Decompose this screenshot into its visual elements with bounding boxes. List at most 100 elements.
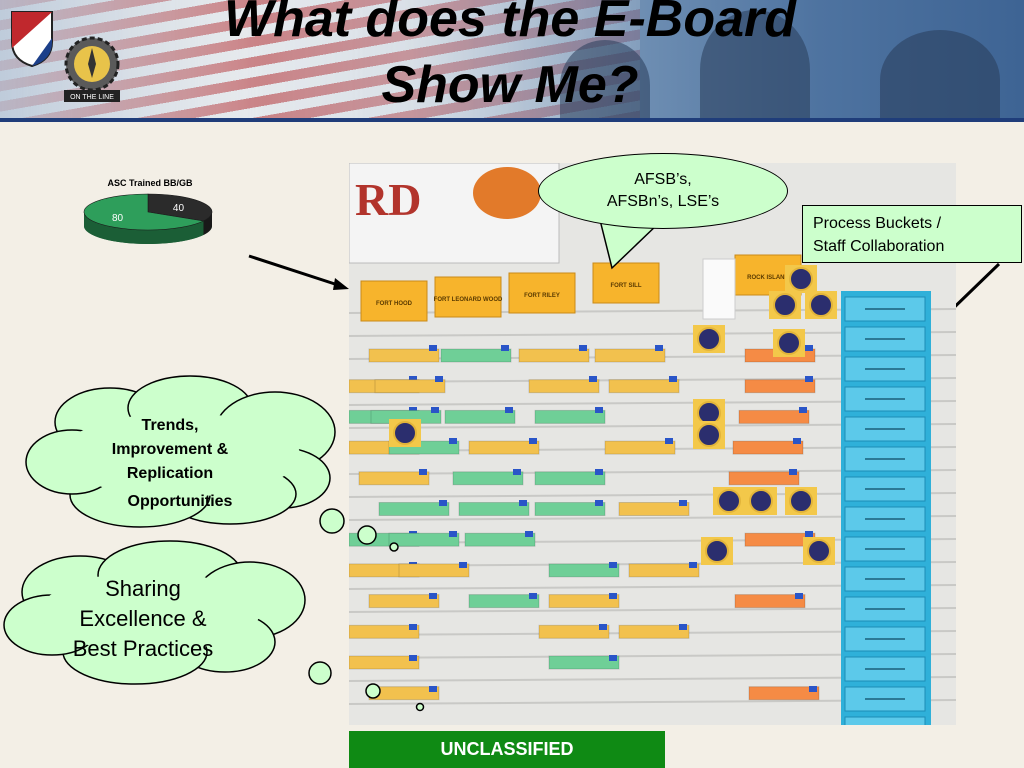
board-sticky xyxy=(594,348,666,363)
board-header-card xyxy=(360,280,428,322)
board-sticky-tag xyxy=(789,469,797,475)
sharing-line-3: Best Practices xyxy=(72,636,214,661)
board-sticky xyxy=(728,471,800,486)
sharing-line-2: Excellence & xyxy=(79,606,207,631)
board-sticky xyxy=(734,594,806,609)
logo-text: ON THE LINE xyxy=(70,94,114,101)
soldier-silhouette xyxy=(700,10,810,118)
board-sticky xyxy=(738,409,810,424)
board-sticky xyxy=(349,624,420,639)
board-sticky xyxy=(744,379,816,394)
board-header-card-label: FORT SILL xyxy=(611,283,642,289)
trends-line-4: Opportunities xyxy=(127,493,233,510)
board-sticky-tag xyxy=(429,686,437,692)
board-sticky-tag xyxy=(609,593,617,599)
board-sticky-tag xyxy=(435,376,443,382)
sharing-callout: Sharing Excellence & Best Practices xyxy=(48,574,238,664)
header-banner: What does the E-Board Show Me? xyxy=(0,0,1024,118)
board-sticky xyxy=(538,624,610,639)
trends-callout: Trends, Improvement & Replication Opport… xyxy=(80,414,260,514)
board-sticky-tag xyxy=(513,469,521,475)
board-seal xyxy=(697,423,721,447)
board-sticky-tag xyxy=(609,562,617,568)
army-shield-logo xyxy=(11,11,53,68)
board-sticky xyxy=(358,471,430,486)
board-sticky xyxy=(452,471,524,486)
board-sticky xyxy=(440,348,512,363)
header-divider xyxy=(0,118,1024,122)
page-title: What does the E-Board Show Me? xyxy=(120,0,900,118)
unit-gear-logo: ON THE LINE xyxy=(64,36,120,102)
board-sticky xyxy=(378,502,450,516)
process-bucket-card xyxy=(844,446,926,472)
chart-title: ASC Trained BB/GB xyxy=(107,178,193,188)
board-seal xyxy=(697,401,721,425)
board-sticky-tag xyxy=(409,407,417,413)
board-seal xyxy=(705,539,729,563)
board-sticky-tag xyxy=(505,407,513,413)
board-sticky-tag xyxy=(799,407,807,413)
board-header-card-label: FORT LEONARD WOOD xyxy=(434,297,503,303)
process-bucket-card xyxy=(844,506,926,532)
title-line-2: Show Me? xyxy=(381,56,639,114)
board-sticky xyxy=(548,655,620,670)
trends-line-3: Replication xyxy=(126,465,214,482)
board-header-card xyxy=(434,276,502,318)
soldier-silhouette xyxy=(880,30,1000,118)
board-seal xyxy=(773,293,797,317)
board-sticky xyxy=(464,532,536,547)
board-sticky xyxy=(628,563,700,578)
board-sticky xyxy=(368,594,440,609)
sharing-line-1: Sharing xyxy=(105,576,181,601)
board-sticky xyxy=(618,624,690,639)
board-sticky xyxy=(458,502,530,516)
board-sticky-tag xyxy=(501,345,509,351)
board-seal xyxy=(697,327,721,351)
board-sticky-tag xyxy=(439,500,447,506)
board-logo xyxy=(473,167,541,219)
board-sticky-tag xyxy=(795,593,803,599)
board-sticky-tag xyxy=(409,624,417,630)
pie-label-0: 80 xyxy=(112,213,124,224)
board-sticky-tag xyxy=(655,345,663,351)
board-sticky-tag xyxy=(609,655,617,661)
board-sticky-tag xyxy=(599,624,607,630)
board-sticky xyxy=(368,348,440,363)
board-sticky xyxy=(534,409,606,424)
afsb-callout: AFSB’s, AFSBn’s, LSE’s xyxy=(538,153,788,229)
board-sticky xyxy=(388,532,460,547)
board-sticky-tag xyxy=(595,469,603,475)
trends-line-1: Trends, xyxy=(141,417,199,434)
board-sticky-tag xyxy=(665,438,673,444)
board-sticky-tag xyxy=(409,376,417,382)
board-seal xyxy=(789,489,813,513)
board-seal xyxy=(807,539,831,563)
arrow-to-board xyxy=(248,254,349,290)
soldier-silhouette xyxy=(560,40,650,118)
board-header-card xyxy=(508,272,576,314)
board-sticky-tag xyxy=(419,469,427,475)
board-header-card-label: ROCK ISLAND xyxy=(747,275,789,281)
board-sticky-tag xyxy=(431,407,439,413)
board-sticky xyxy=(528,379,600,394)
title-line-1: What does the E-Board xyxy=(223,0,797,48)
board-sticky xyxy=(468,594,540,609)
board-sticky-tag xyxy=(429,593,437,599)
board-sticky xyxy=(548,594,620,609)
process-bucket-card xyxy=(844,386,926,412)
board-sticky-tag xyxy=(595,500,603,506)
board-sticky xyxy=(374,379,446,394)
board-sheet xyxy=(702,258,736,320)
board-sticky-tag xyxy=(689,562,697,568)
board-sticky-tag xyxy=(595,407,603,413)
board-seal xyxy=(717,489,741,513)
board-seal xyxy=(777,331,801,355)
pie-wall-1 xyxy=(203,212,212,235)
board-sticky xyxy=(534,471,606,486)
board-sticky xyxy=(534,502,606,516)
board-sticky-tag xyxy=(459,562,467,568)
pie-wall-0 xyxy=(84,212,204,244)
trends-line-2: Improvement & xyxy=(111,441,229,458)
board-sticky-tag xyxy=(449,438,457,444)
